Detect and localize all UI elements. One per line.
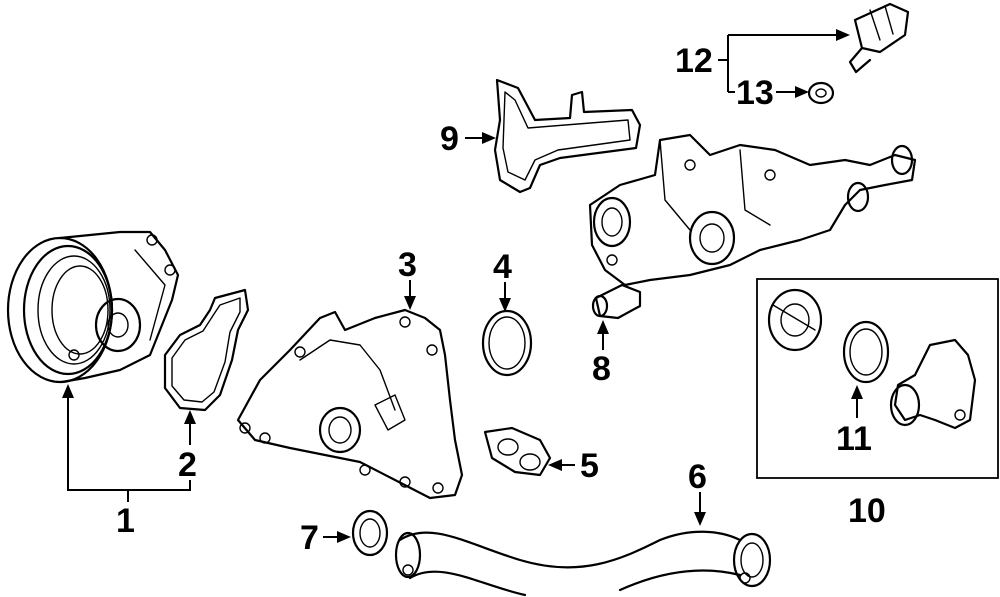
- callout-13: 13: [736, 74, 774, 112]
- thermostat-kit-box: [756, 278, 999, 479]
- o-ring-drawing: [481, 309, 533, 377]
- thermostat-drawing: [767, 288, 823, 352]
- fitting-8-drawing: [591, 283, 642, 320]
- thermostat-cover-drawing: [889, 338, 977, 430]
- callout-7: 7: [300, 519, 319, 557]
- callout-8: 8: [592, 350, 611, 388]
- washer-13-drawing: [807, 81, 835, 105]
- callout-4: 4: [493, 248, 512, 286]
- callout-10: 10: [848, 492, 886, 530]
- thermostat-seal-drawing: [842, 320, 890, 384]
- pump-housing-drawing: [236, 308, 464, 500]
- callout-12: 12: [675, 42, 713, 80]
- callout-5: 5: [580, 447, 599, 485]
- callout-3: 3: [398, 246, 417, 284]
- coolant-pipe-drawing: [394, 530, 772, 597]
- housing-gasket-drawing: [493, 78, 642, 194]
- callout-11: 11: [836, 420, 872, 458]
- callout-1: 1: [116, 502, 135, 540]
- callout-6: 6: [688, 458, 707, 496]
- callout-9: 9: [440, 120, 459, 158]
- double-gasket-drawing: [483, 426, 552, 477]
- thermostat-housing-drawing: [588, 133, 917, 287]
- leader-lines: [62, 29, 863, 543]
- temperature-sensor-drawing: [848, 2, 910, 74]
- callout-2: 2: [178, 446, 197, 484]
- water-pump-drawing: [6, 230, 180, 384]
- washer-7-drawing: [351, 509, 389, 557]
- pump-gasket-drawing: [163, 288, 250, 412]
